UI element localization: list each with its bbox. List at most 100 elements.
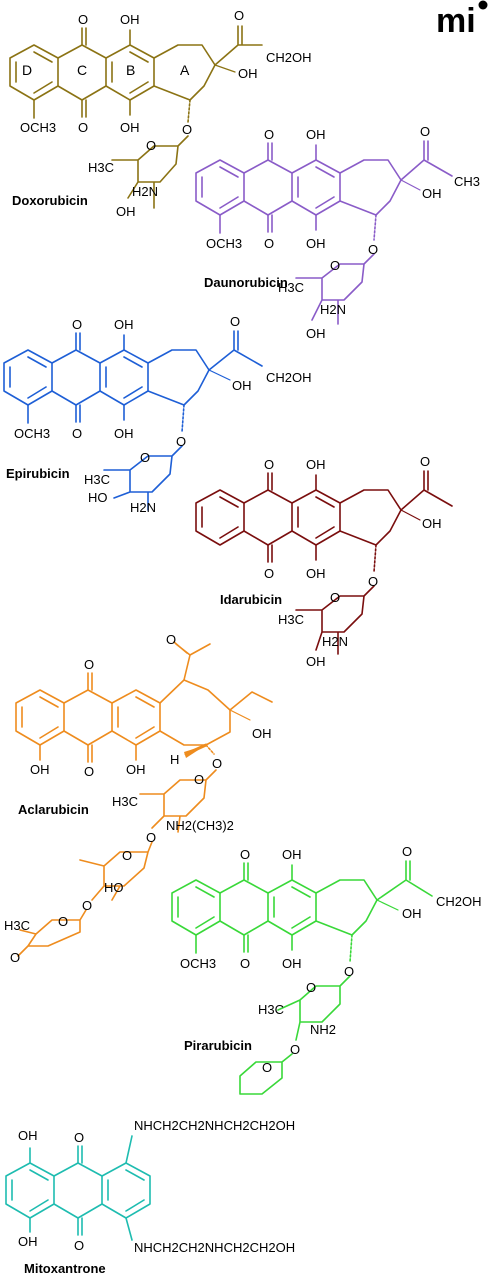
dauno-o-side: O [420, 124, 430, 139]
epi-ho-sugar: HO [88, 490, 108, 505]
dauno-oh-ring: OH [422, 186, 442, 201]
pira-o-side: O [402, 844, 412, 859]
ida-o-sugar: O [330, 590, 340, 605]
doxo-oh-sugar: OH [116, 204, 136, 219]
epi-o-bottom: O [72, 426, 82, 441]
epi-oh-bottom: OH [114, 426, 134, 441]
acla-o-acetyl: O [166, 632, 176, 647]
epi-oh-top: OH [114, 317, 134, 332]
acla-o-link1: O [146, 830, 156, 845]
dauno-o-bottom: O [264, 236, 274, 251]
epi-h2n: H2N [130, 500, 156, 515]
epi-ch2oh: CH2OH [266, 370, 312, 385]
acla-ho: HO [104, 880, 124, 895]
acla-oh-left: OH [30, 762, 50, 777]
acla-h3c-2: H3C [4, 918, 30, 933]
ida-o-bottom: O [264, 566, 274, 581]
ida-oh-ring: OH [422, 516, 442, 531]
epirubicin-bonds [3, 330, 263, 511]
mi-logo: mi [436, 0, 488, 40]
dauno-ch3: CH3 [454, 174, 480, 189]
doxo-oh-ring: OH [238, 66, 258, 81]
ida-oh-sugar: OH [306, 654, 326, 669]
mito-chain-bottom: NHCH2CH2NHCH2CH2OH [134, 1240, 295, 1255]
molecule-mitoxantrone: OH O NHCH2CH2NHCH2CH2OH OH O NHCH2CH2NHC… [5, 1118, 295, 1276]
pirarubicin-bonds [171, 860, 433, 1095]
epi-o-glyco: O [176, 434, 186, 449]
mitoxantrone-name: Mitoxantrone [24, 1261, 106, 1276]
logo-dot [478, 0, 488, 10]
daunorubicin-name: Daunorubicin [204, 275, 288, 290]
ida-h3c: H3C [278, 612, 304, 627]
acla-o-sugar3: O [58, 914, 68, 929]
molecule-epirubicin: O OH O CH2OH OH O OH OCH3 O O H3C H2N HO… [3, 314, 312, 515]
mito-oh-bottom: OH [18, 1234, 38, 1249]
ring-b-label: B [126, 62, 135, 78]
epi-o-top: O [72, 317, 82, 332]
doxo-o-bottom: O [78, 120, 88, 135]
logo-text: mi [436, 2, 476, 40]
dauno-oh-bottom: OH [306, 236, 326, 251]
doxo-ch2oh: CH2OH [266, 50, 312, 65]
molecule-idarubicin: O OH O OH O OH O O H3C H2N OH Idarubicin [195, 454, 453, 669]
pira-o-sugar: O [306, 980, 316, 995]
doxo-oh-bottom: OH [120, 120, 140, 135]
acla-h3c: H3C [112, 794, 138, 809]
epi-h3c: H3C [84, 472, 110, 487]
acla-h: H [170, 752, 179, 767]
epirubicin-name: Epirubicin [6, 466, 70, 481]
doxo-o-glyco: O [182, 122, 192, 137]
pira-ch2oh: CH2OH [436, 894, 482, 909]
ring-a-label: A [180, 62, 190, 78]
epi-o-sugar: O [140, 450, 150, 465]
idarubicin-name: Idarubicin [220, 592, 282, 607]
doxo-h3c: H3C [88, 160, 114, 175]
doxo-h2n: H2N [132, 184, 158, 199]
acla-nme2: NH2(CH3)2 [166, 818, 234, 833]
doxorubicin-bonds [9, 25, 263, 209]
doxo-och3: OCH3 [20, 120, 56, 135]
dauno-o-glyco: O [368, 242, 378, 257]
acla-o-sugar1: O [194, 772, 204, 787]
pira-h3c: H3C [258, 1002, 284, 1017]
dauno-oh-top: OH [306, 127, 326, 142]
ida-oh-top: OH [306, 457, 326, 472]
acla-oh-ring: OH [252, 726, 272, 741]
epi-och3: OCH3 [14, 426, 50, 441]
doxo-oh-top: OH [120, 12, 140, 27]
mito-oh-top: OH [18, 1128, 38, 1143]
mito-chain-top: NHCH2CH2NHCH2CH2OH [134, 1118, 295, 1133]
daunorubicin-bonds [195, 140, 453, 325]
doxorubicin-name: Doxorubicin [12, 193, 88, 208]
mito-o-bottom: O [74, 1238, 84, 1253]
molecule-pirarubicin: O OH O CH2OH OH O OH OCH3 O O H3C NH2 O … [171, 844, 482, 1095]
pira-oh-ring: OH [402, 906, 422, 921]
mito-o-top: O [74, 1130, 84, 1145]
pira-oh-top: OH [282, 847, 302, 862]
pira-o-thp: O [262, 1060, 272, 1075]
acla-o-bottom: O [84, 764, 94, 779]
dauno-h3c: H3C [278, 280, 304, 295]
acla-oh-mid: OH [126, 762, 146, 777]
pira-nh2: NH2 [310, 1022, 336, 1037]
dauno-h2n: H2N [320, 302, 346, 317]
pira-oh-bottom: OH [282, 956, 302, 971]
mitoxantrone-bonds [5, 1135, 151, 1241]
ida-o-side: O [420, 454, 430, 469]
dauno-och3: OCH3 [206, 236, 242, 251]
epi-oh-ring: OH [232, 378, 252, 393]
acla-o-sugar2: O [122, 848, 132, 863]
ring-d-label: D [22, 62, 32, 78]
ida-o-glyco: O [368, 574, 378, 589]
acla-h-wedge [184, 745, 206, 758]
epi-o-side: O [230, 314, 240, 329]
ida-oh-bottom: OH [306, 566, 326, 581]
dauno-oh-sugar: OH [306, 326, 326, 341]
doxo-o-top: O [78, 12, 88, 27]
pirarubicin-name: Pirarubicin [184, 1038, 252, 1053]
molecule-doxorubicin: D C B A O OH O CH2OH OH O OH OCH3 O O H3… [9, 8, 312, 219]
acla-o-keto: O [10, 950, 20, 965]
aclarubicin-name: Aclarubicin [18, 802, 89, 817]
ida-h2n: H2N [322, 634, 348, 649]
